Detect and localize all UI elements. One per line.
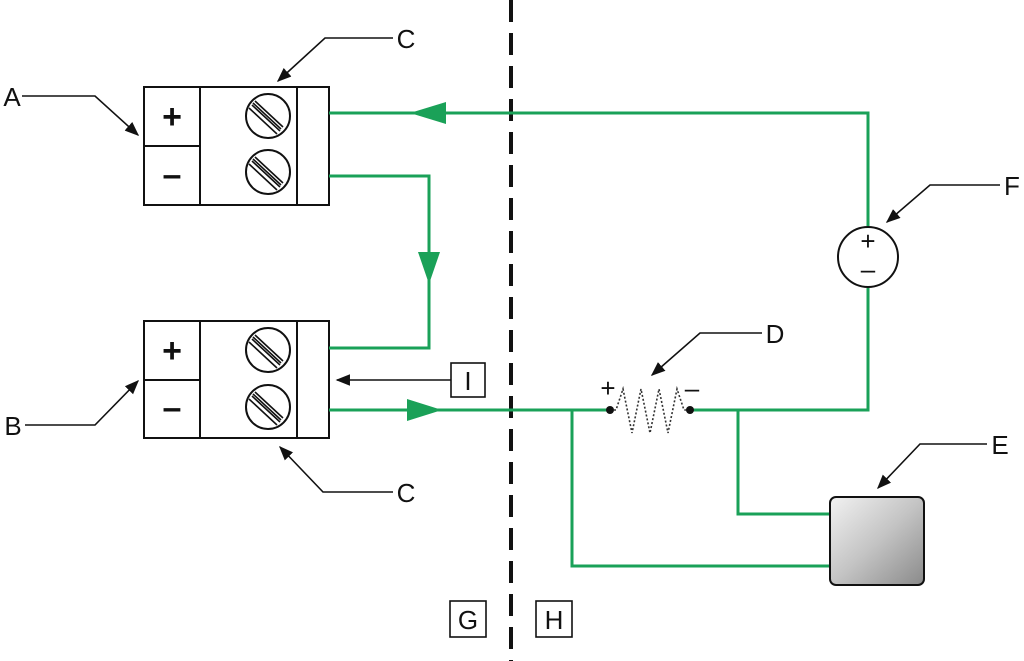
leader-c-bottom [279, 445, 393, 493]
label-g-box: G [449, 600, 487, 638]
terminal-a-plus: + [162, 98, 182, 136]
label-i-box: I [450, 362, 486, 398]
screw-terminal-icon [245, 384, 291, 430]
label-h: H [545, 605, 564, 635]
screw-terminal-icon [245, 149, 291, 195]
screw-terminal-icon [245, 327, 291, 373]
leader-f [885, 184, 1000, 223]
label-g: G [458, 605, 478, 635]
terminal-b-minus: – [163, 389, 182, 427]
flow-arrow-icon [407, 399, 442, 421]
leader-d [650, 332, 762, 376]
wiring [329, 111, 870, 568]
terminal-a-minus: – [163, 156, 182, 194]
resistor-icon: + – [600, 373, 700, 434]
wire-device-low [570, 410, 830, 568]
screw-terminal-icon [245, 93, 291, 139]
device-box-icon [829, 496, 925, 586]
label-b: B [4, 411, 21, 441]
voltage-source-icon: + – [837, 226, 899, 288]
leader-e [877, 443, 987, 490]
label-c-top: C [397, 24, 416, 54]
resistor-minus: – [685, 373, 700, 403]
leader-c-top [276, 37, 393, 82]
label-e: E [991, 430, 1008, 460]
leader-lines [22, 37, 1000, 493]
wire-a-minus-to-b-plus [329, 174, 431, 350]
source-plus: + [860, 226, 875, 256]
label-i: I [464, 366, 471, 396]
flow-arrow-icon [418, 252, 440, 284]
resistor-plus: + [600, 373, 615, 403]
leader-b [25, 379, 140, 426]
wire-a-plus-to-source [329, 111, 870, 226]
wire-device-high [736, 410, 830, 516]
flow-arrow-icon [410, 102, 446, 124]
leader-a [22, 95, 140, 136]
label-a: A [3, 82, 21, 112]
terminal-b-plus: + [162, 332, 182, 370]
label-h-box: H [535, 600, 573, 638]
terminal-block-a: + – [143, 86, 330, 206]
source-minus: – [861, 254, 876, 284]
terminal-block-b: + – [143, 320, 330, 439]
wire-resistor-to-source [690, 288, 870, 412]
label-c-bottom: C [397, 478, 416, 508]
label-f: F [1004, 171, 1020, 201]
label-d: D [766, 319, 785, 349]
